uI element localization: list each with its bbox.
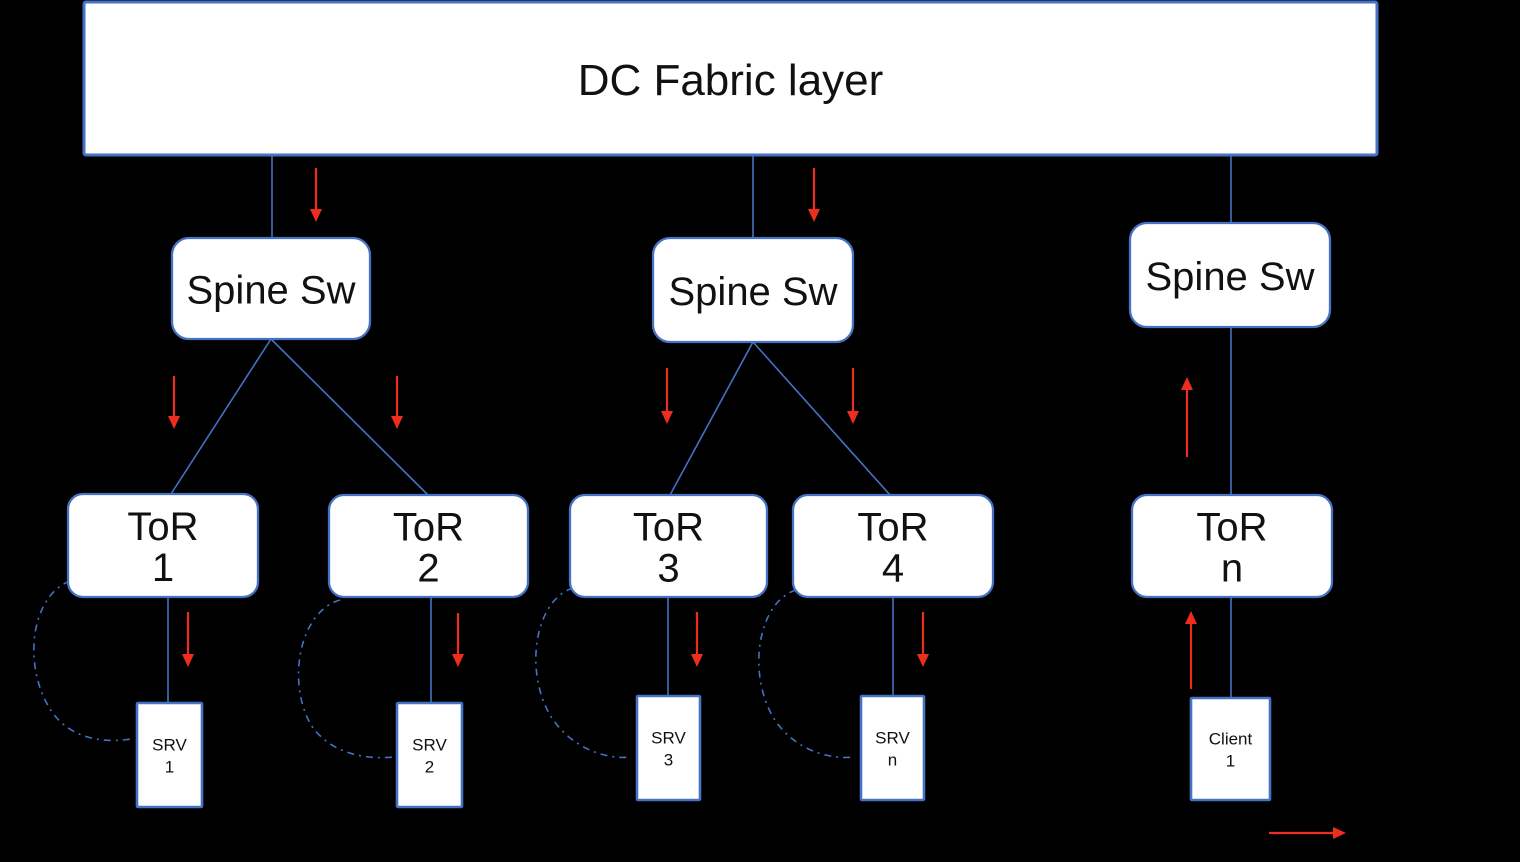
flow-arrowhead-icon — [452, 654, 464, 667]
flow-arrowhead-icon — [917, 654, 929, 667]
flow-arrow — [691, 612, 703, 667]
node-spine-sw-1: Spine Sw — [170, 236, 372, 341]
node-srv-n-box — [859, 694, 926, 802]
flow-arrowhead-icon — [1333, 827, 1346, 839]
flow-arrowhead-icon — [310, 209, 322, 222]
node-spine-sw-1-label: Spine Sw — [187, 269, 356, 313]
node-tor-4-box — [791, 493, 995, 599]
flow-arrow — [168, 376, 180, 429]
node-spine-sw-1-box — [170, 236, 372, 341]
flow-arrowhead-icon — [661, 411, 673, 424]
flow-arrowhead-icon — [391, 416, 403, 429]
flow-arrowhead-icon — [691, 654, 703, 667]
link-line — [270, 338, 429, 496]
node-client-1-box — [1189, 696, 1272, 802]
flow-arrow — [310, 168, 322, 222]
flow-arrow — [661, 368, 673, 424]
link-line — [669, 341, 754, 496]
hairpin-loop-line — [33, 580, 132, 742]
flow-arrow — [847, 368, 859, 424]
flow-arrowhead-icon — [168, 416, 180, 429]
node-srv-2-box — [395, 701, 464, 809]
flow-arrow — [452, 613, 464, 667]
flow-arrow — [808, 168, 820, 222]
hairpin-loop-line — [758, 589, 855, 759]
node-spine-sw-2: Spine Sw — [651, 236, 855, 344]
node-tor-2-box — [327, 493, 530, 599]
flow-arrow — [1185, 611, 1197, 689]
node-dc-fabric: DC Fabric layer — [82, 0, 1379, 157]
flow-arrow — [917, 612, 929, 667]
flow-arrowhead-icon — [182, 654, 194, 667]
flow-arrow — [182, 612, 194, 667]
node-spine-sw-n: Spine Sw — [1128, 221, 1332, 329]
flow-arrowhead-icon — [847, 411, 859, 424]
node-srv-1-box — [135, 701, 204, 809]
flow-arrow — [391, 376, 403, 429]
node-srv-3-box — [635, 694, 702, 802]
node-tor-n-box — [1130, 493, 1334, 599]
flow-arrow — [1181, 377, 1193, 457]
node-spine-sw-n-label: Spine Sw — [1146, 255, 1315, 299]
link-line — [170, 338, 272, 495]
node-spine-sw-n-box — [1128, 221, 1332, 329]
node-dc-fabric-label: DC Fabric layer — [578, 56, 884, 105]
node-spine-sw-2-label: Spine Sw — [669, 270, 838, 314]
node-dc-fabric-box — [82, 0, 1379, 157]
flow-arrowhead-icon — [808, 209, 820, 222]
node-tor-1-box — [66, 492, 260, 599]
node-tor-3-box — [568, 493, 769, 599]
link-line — [752, 341, 891, 496]
node-spine-sw-2-box — [651, 236, 855, 344]
hairpin-loop-line — [535, 587, 632, 759]
flow-arrowhead-icon — [1185, 611, 1197, 624]
flow-arrowhead-icon — [1181, 377, 1193, 390]
hairpin-loop-line — [297, 599, 395, 759]
flow-arrow — [1269, 827, 1346, 839]
